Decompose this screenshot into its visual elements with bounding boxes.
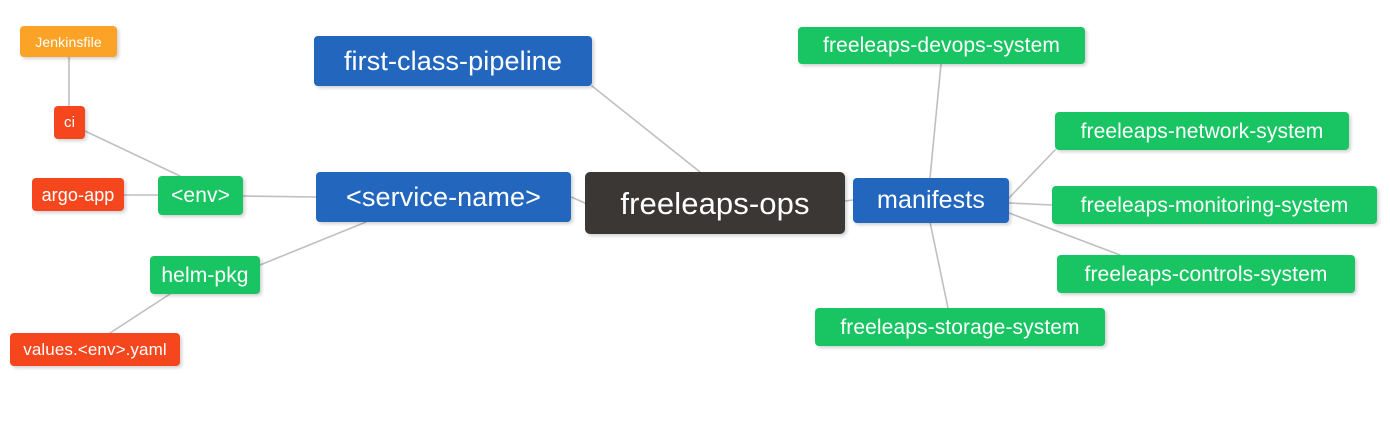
node-label: helm-pkg — [161, 263, 249, 287]
node-label: <service-name> — [346, 181, 541, 212]
node-label: argo-app — [41, 184, 115, 205]
node-freeleaps-network-system[interactable]: freeleaps-network-system — [1055, 112, 1349, 150]
node-freeleaps-ops[interactable]: freeleaps-ops — [585, 172, 845, 234]
node-jenkinsfile[interactable]: Jenkinsfile — [20, 26, 117, 57]
node-freeleaps-devops-system[interactable]: freeleaps-devops-system — [798, 27, 1085, 64]
node-label: freeleaps-devops-system — [823, 34, 1060, 57]
node-label: first-class-pipeline — [343, 45, 563, 76]
node-freeleaps-monitoring-system[interactable]: freeleaps-monitoring-system — [1052, 186, 1377, 224]
node-label: values.<env>.yaml — [23, 340, 167, 359]
node-first-class-pipeline[interactable]: first-class-pipeline — [314, 36, 592, 86]
node-label: <env> — [171, 184, 230, 207]
node-argo-app[interactable]: argo-app — [32, 178, 124, 211]
node-label: freeleaps-controls-system — [1084, 262, 1328, 286]
node-manifests[interactable]: manifests — [853, 178, 1009, 223]
node-label: Jenkinsfile — [35, 33, 102, 50]
node-values-env-yaml[interactable]: values.<env>.yaml — [10, 333, 180, 366]
node-label: freeleaps-storage-system — [840, 315, 1080, 339]
node-freeleaps-controls-system[interactable]: freeleaps-controls-system — [1057, 255, 1355, 293]
node-label: freeleaps-monitoring-system — [1080, 193, 1349, 217]
node-label: ci — [63, 114, 76, 131]
node-service-name[interactable]: <service-name> — [316, 172, 571, 222]
node-helm-pkg[interactable]: helm-pkg — [150, 256, 260, 294]
node-env[interactable]: <env> — [158, 176, 243, 215]
node-freeleaps-storage-system[interactable]: freeleaps-storage-system — [815, 308, 1105, 346]
node-ci[interactable]: ci — [54, 106, 85, 139]
node-label: freeleaps-ops — [620, 185, 810, 221]
node-label: freeleaps-network-system — [1080, 119, 1324, 143]
node-label: manifests — [877, 186, 985, 214]
